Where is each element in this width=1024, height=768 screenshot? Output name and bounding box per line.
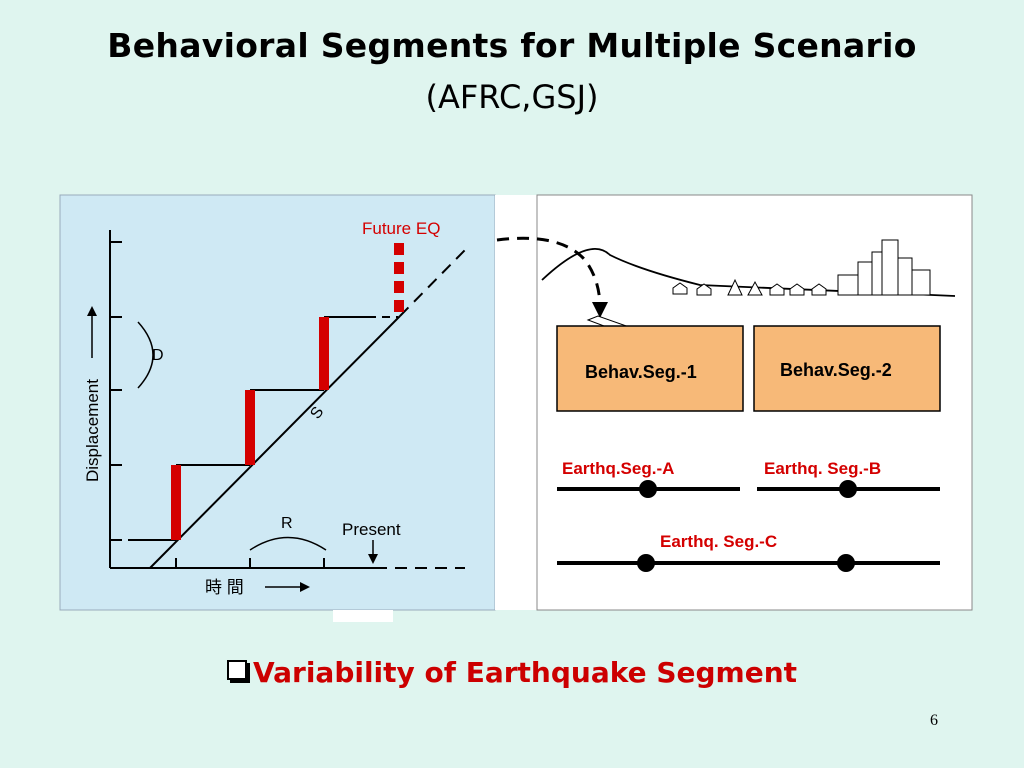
slip-rate-line-future [399, 249, 466, 317]
future-eq-label: Future EQ [362, 219, 440, 238]
behav-seg-label: Behav.Seg.-1 [585, 362, 697, 382]
bullet-point: Variability of Earthquake Segment [0, 656, 1024, 689]
eq-seg-label: Earthq. Seg.-B [764, 459, 881, 478]
d-brace [137, 321, 154, 389]
behav-seg-box [556, 325, 744, 412]
page-number: 6 [930, 712, 938, 729]
connector-arrow-head [592, 302, 608, 318]
hill-line [541, 247, 956, 297]
x-axis-label: 時 間 [205, 578, 244, 597]
slip-rate-line [149, 315, 401, 569]
present-arrow-head [368, 554, 378, 564]
behav-seg-label: Behav.Seg.-2 [780, 360, 892, 380]
r-label: R [281, 515, 293, 532]
eq-event-bar [319, 317, 329, 390]
y-axis-arrow-head [87, 306, 97, 316]
x-axis-arrow-head [300, 582, 310, 592]
panel-tab [333, 610, 393, 622]
house-icon [672, 282, 827, 296]
y-axis-label: Displacement [83, 379, 102, 482]
eq-seg-label: Earthq. Seg.-C [660, 532, 777, 551]
behav-seg-box [753, 325, 941, 412]
eq-seg-hypocenter [837, 554, 855, 572]
eq-event-bar [245, 390, 255, 465]
r-arc [249, 536, 327, 551]
city-skyline-icon [837, 239, 931, 296]
eq-event-bar [171, 465, 181, 540]
d-label: D [152, 347, 164, 364]
slide-title: Behavioral Segments for Multiple Scenari… [107, 26, 917, 65]
present-label: Present [342, 520, 401, 539]
bullet-text: Variability of Earthquake Segment [252, 656, 798, 689]
tree-icon [727, 278, 763, 296]
left-panel [59, 194, 496, 611]
connector-arrow [496, 236, 602, 309]
slide-subtitle: (AFRC,GSJ) [425, 78, 599, 116]
eq-seg-hypocenter [839, 480, 857, 498]
eq-seg-label: Earthq.Seg.-A [562, 459, 674, 478]
checkbox-bullet-icon [226, 660, 247, 680]
panel-gap [495, 195, 537, 610]
eq-seg-hypocenter [639, 480, 657, 498]
eq-seg-hypocenter [637, 554, 655, 572]
